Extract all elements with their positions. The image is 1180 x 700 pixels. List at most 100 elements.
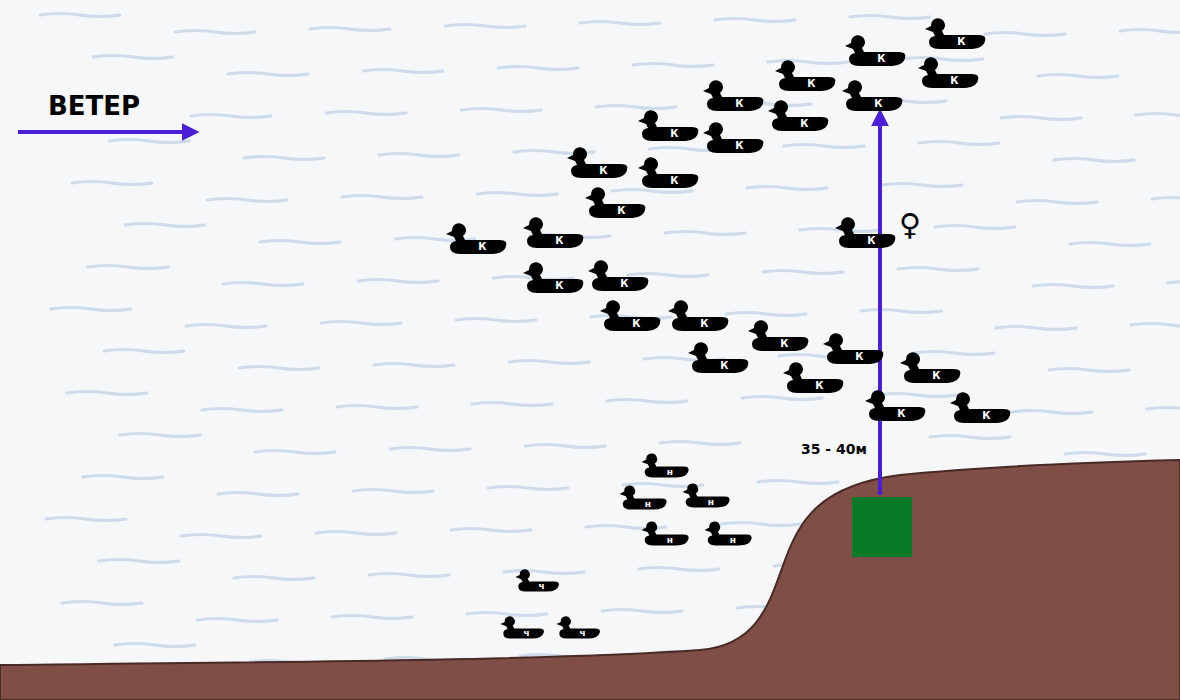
decoy-letter: ч	[524, 629, 530, 638]
decoy-duck: К	[521, 259, 585, 295]
ripple	[197, 619, 277, 622]
duck-silhouette	[586, 257, 650, 293]
ripple	[1070, 243, 1150, 246]
ripple	[1168, 282, 1180, 285]
decoy-letter: К	[478, 242, 486, 252]
duck-shape	[638, 157, 698, 188]
ripple	[337, 406, 417, 409]
duck-silhouette	[703, 519, 753, 547]
decoy-duck: К	[923, 15, 987, 51]
ripple	[1033, 285, 1113, 288]
duck-shape	[567, 147, 627, 178]
decoy-letter: К	[877, 54, 885, 64]
duck-silhouette	[499, 614, 545, 640]
decoy-letter: К	[932, 371, 940, 381]
duck-shape	[703, 122, 763, 153]
decoy-duck: К	[898, 349, 962, 385]
duck-shape	[865, 390, 925, 421]
ripple	[903, 58, 983, 61]
duck-silhouette	[766, 97, 830, 133]
duck-silhouette	[781, 359, 845, 395]
decoy-duck: К	[746, 317, 810, 353]
ripple	[602, 610, 682, 613]
duck-shape	[446, 223, 506, 254]
decoy-duck: К	[565, 144, 629, 180]
ripple	[726, 313, 806, 316]
ripple	[332, 616, 412, 619]
ripple	[768, 61, 848, 64]
duck-shape	[642, 454, 689, 478]
ripple	[1136, 114, 1180, 117]
decoy-letter: К	[855, 352, 863, 362]
duck-shape	[900, 352, 960, 383]
duck-silhouette	[701, 77, 765, 113]
decoy-letter: К	[982, 411, 990, 421]
ripple	[580, 22, 660, 25]
decoy-duck: К	[666, 297, 730, 333]
wind-label: ВЕТЕР	[48, 93, 140, 119]
ripple	[919, 142, 999, 145]
duck-silhouette	[514, 567, 560, 593]
decoy-duck: К	[586, 257, 650, 293]
decoy-duck: ч	[555, 614, 601, 640]
ripple	[861, 310, 941, 313]
ripple	[628, 274, 708, 277]
decoy-duck: К	[583, 184, 647, 220]
decoy-letter: К	[555, 281, 563, 291]
decoy-letter: К	[874, 99, 882, 109]
duck-silhouette	[521, 214, 585, 250]
decoy-duck: К	[766, 97, 830, 133]
ripple	[223, 283, 303, 286]
ripple	[175, 31, 255, 34]
decoy-duck: К	[840, 77, 904, 113]
decoy-letter: н	[645, 500, 651, 509]
duck-silhouette	[681, 481, 731, 509]
ripple	[498, 67, 578, 70]
ripple	[125, 224, 205, 227]
decoy-duck: К	[521, 214, 585, 250]
ripple	[850, 16, 930, 19]
duck-shape	[748, 320, 808, 351]
ripple	[509, 361, 589, 364]
duck-silhouette	[636, 107, 700, 143]
ripple	[191, 115, 271, 118]
duck-shape	[523, 262, 583, 293]
duck-shape	[835, 217, 895, 248]
duck-silhouette	[598, 297, 662, 333]
ripple	[451, 529, 531, 532]
ripple	[660, 442, 740, 445]
duck-shape	[705, 522, 752, 546]
ripple	[181, 535, 261, 538]
duck-shape	[768, 100, 828, 131]
hunting-blind	[852, 497, 912, 557]
duck-silhouette	[843, 32, 907, 68]
ripple	[882, 184, 962, 187]
ripple	[877, 394, 957, 397]
ripple	[721, 523, 801, 526]
decoy-letter: н	[667, 536, 673, 545]
ripple	[104, 350, 184, 353]
duck-silhouette	[746, 317, 810, 353]
decoy-letter: К	[670, 129, 678, 139]
decoy-letter: К	[617, 206, 625, 216]
decoy-letter: К	[700, 319, 708, 329]
duck-silhouette	[555, 614, 601, 640]
decoy-letter: К	[720, 361, 728, 371]
ripple	[310, 28, 390, 31]
ripple	[1049, 369, 1129, 372]
decoy-letter: К	[780, 339, 788, 349]
decoy-letter: К	[735, 141, 743, 151]
duck-shape	[703, 80, 763, 111]
decoy-duck: ч	[514, 567, 560, 593]
duck-silhouette	[565, 144, 629, 180]
ripple	[1038, 75, 1118, 78]
ripple	[747, 187, 827, 190]
decoy-letter: К	[957, 37, 965, 47]
decoy-duck: К	[636, 154, 700, 190]
decoy-letter: К	[807, 79, 815, 89]
duck-shape	[668, 300, 728, 331]
decoy-letter: К	[815, 381, 823, 391]
ripple	[202, 409, 282, 412]
distance-arrow	[878, 112, 882, 495]
ripple	[369, 574, 449, 577]
